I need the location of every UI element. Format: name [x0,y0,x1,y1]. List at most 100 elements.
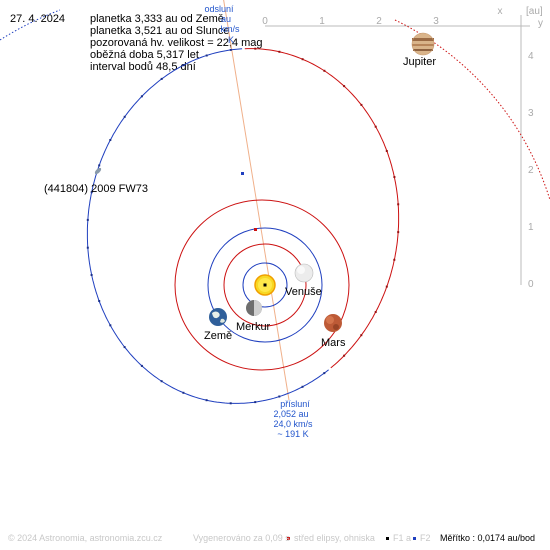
jupiter-icon [411,32,435,56]
orbit-point [343,85,346,88]
orbit-point [374,125,377,128]
orbit-point [160,380,163,383]
orbit-point [109,139,112,141]
orbit-point [140,95,143,98]
orbit-point [393,176,396,178]
earth-orbit [207,227,323,343]
orbit-point [360,103,363,106]
orbit-point [90,274,93,276]
asteroid-orbit [86,47,400,405]
orbit-point [374,311,377,313]
venus-icon [294,263,314,283]
orbit-point [160,77,163,80]
aphelion-temperature: K [228,35,234,45]
orbit-point [229,48,232,51]
orbit-point [323,372,326,375]
perihelion-speed: 24,0 km/s [273,419,313,429]
orbit-point [98,164,101,167]
y-tick-3: 3 [528,108,534,119]
orbit-point [254,401,257,404]
mars-orbit [174,199,350,371]
x-tick-2: 2 [376,16,382,27]
orbit-point [182,391,185,394]
y-axis-label: y [538,18,543,29]
footer-legend-f2: F2 [420,533,431,543]
orbit-point [98,300,101,302]
sun-icon [254,274,276,296]
object-label: (441804) 2009 FW73 [44,183,148,195]
info-distance-sun: planetka 3,521 au od Slunce [90,25,230,37]
orbit-point [123,115,126,118]
footer-legend-f1: F1 a [393,533,412,543]
orbit-point [385,150,388,152]
orbit-point [360,334,363,337]
unit-label: [au] [526,6,543,17]
orbit-point [323,69,326,72]
info-period: oběžná doba 5,317 let [90,49,199,61]
orbit-point [278,395,281,398]
y-tick-2: 2 [528,165,534,176]
legend-f2-marker [413,537,416,540]
orbit-point [123,346,126,349]
mars-label: Mars [321,337,346,349]
orbit-point [393,258,396,261]
orbit-point [301,385,304,388]
legend-f1-marker [386,537,389,540]
mercury-label: Merkur [236,321,271,333]
perihelion-temperature: ~ 191 K [277,429,308,439]
venus-orbit [223,243,307,327]
asteroid-orbit-red-arc [244,48,400,369]
orbit-point [205,54,208,57]
asteroid-orbit-blue-arc [86,48,329,404]
orbit-point [229,402,232,405]
mercury-orbit [242,262,288,308]
info-magnitude: pozorovaná hv. velikost = 22,4 mag [90,37,263,49]
outer-blue-orbit [0,9,61,41]
x-tick-0: 0 [262,16,268,27]
perihelion-label: přísluní 2,052 au 24,0 km/s ~ 191 K [273,399,313,439]
orbit-point [109,324,112,327]
legend-center-marker [287,537,290,540]
y-tick-1: 1 [528,222,534,233]
orbit-focus-marker [254,228,257,231]
info-interval: interval bodů 48,5 dní [90,61,196,73]
perihelion-title: přísluní [280,399,310,409]
apsidal-line [223,0,290,401]
aphelion-speed: km/s [221,24,240,34]
orbit-point [140,364,143,367]
x-tick-3: 3 [433,16,439,27]
asteroid-position-marker [241,172,244,175]
y-tick-0: 0 [528,279,534,290]
orbit-point [385,285,388,288]
footer-generated: Vygenerováno za 0,09 s [193,533,290,543]
footer-scale: Měřítko : 0,0174 au/bod [440,533,536,543]
orbit-point [86,246,89,249]
orbit-point [90,191,93,194]
x-axis-label: x [498,6,503,17]
asteroid-icon [94,167,102,175]
footer-copyright: © 2024 Astronomia, astronomia.zcu.cz [8,533,163,543]
footer-legend-center: střed elipsy, ohniska [294,533,375,543]
aphelion-title: odsluní [204,4,234,14]
aphelion-distance: au [221,14,231,24]
orbit-point [397,203,400,206]
orbit-point [182,64,185,67]
orbit-point [86,218,89,221]
info-distance-earth: planetka 3,333 au od Země [90,13,224,25]
mercury-icon [246,300,262,316]
x-tick-1: 1 [319,16,325,27]
venus-label: Venuše [285,286,322,298]
orbit-points [86,47,400,405]
orbit-point [254,47,257,50]
orbit-point [301,58,304,61]
orbit-point [205,399,208,402]
jupiter-label: Jupiter [403,56,436,68]
earth-icon [209,308,227,326]
orbit-point [343,354,346,357]
aphelion-label: odsluní au km/s K [204,4,240,45]
y-tick-4: 4 [528,51,534,62]
orbit-point [278,50,281,53]
mars-icon [324,314,342,332]
axes: 0 1 2 3 x [au] y 4 3 2 1 0 [262,6,543,290]
